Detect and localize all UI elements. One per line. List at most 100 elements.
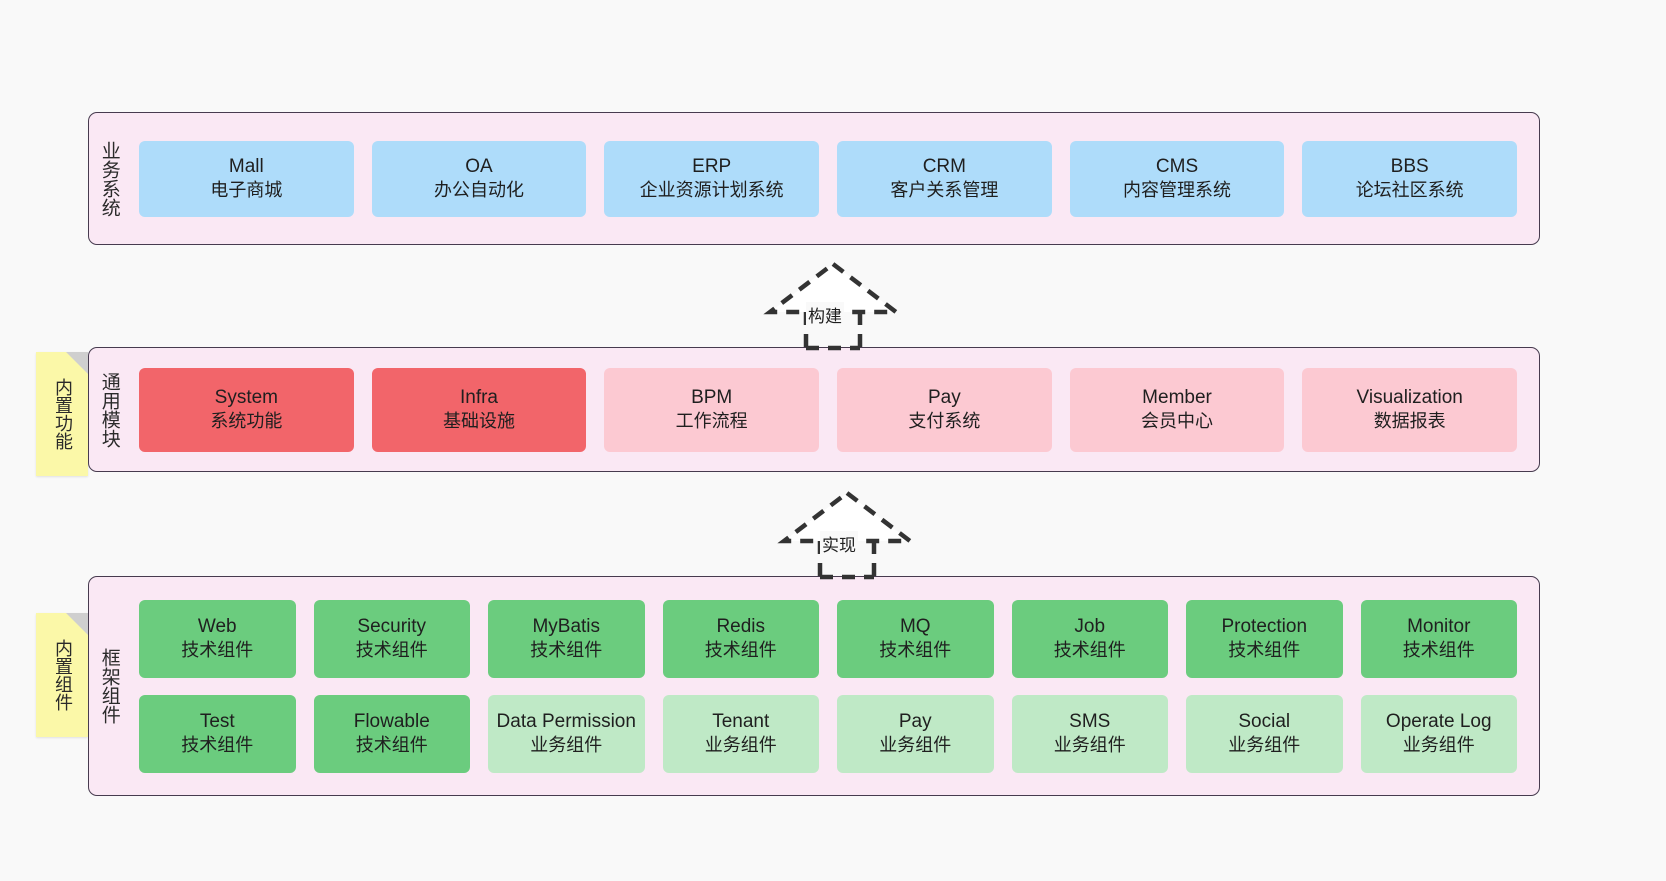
module-name-en: Pay [927,387,961,409]
module-card-member[interactable]: Member 会员中心 [1069,367,1285,452]
module-name-cn: 支付系统 [908,411,981,432]
component-card-job[interactable]: Job 技术组件 [1011,599,1168,678]
component-name-en: Job [1074,616,1106,638]
module-name-en: BPM [691,387,733,409]
component-type-cn: 技术组件 [1402,640,1475,661]
component-card-tenant[interactable]: Tenant 业务组件 [662,694,819,773]
layer-business-title: 业务系统 [98,140,120,217]
component-card-web[interactable]: Web 技术组件 [139,599,296,678]
module-name-en: BBS [1390,156,1429,178]
layer-framework-title: 框架组件 [98,648,120,724]
module-card-cms[interactable]: CMS 内容管理系统 [1069,140,1285,217]
sticky-note-label: 内置组件 [52,639,73,711]
module-name-en: CRM [922,156,966,178]
layer-modules-row: System 系统功能 Infra 基础设施 BPM 工作流程 Pay 支付系统… [139,367,1518,452]
module-name-cn: 数据报表 [1373,411,1446,432]
module-name-cn: 会员中心 [1141,411,1214,432]
module-name-cn: 论坛社区系统 [1355,180,1464,201]
component-name-en: SMS [1069,711,1111,733]
module-name-en: Member [1142,387,1212,409]
component-name-en: Security [357,616,427,638]
component-type-cn: 技术组件 [355,640,428,661]
component-name-en: Data Permission [496,711,636,733]
module-name-cn: 工作流程 [675,411,748,432]
component-type-cn: 技术组件 [181,735,254,756]
component-card-redis[interactable]: Redis 技术组件 [662,599,819,678]
module-card-pay[interactable]: Pay 支付系统 [837,367,1052,452]
module-name-en: Mall [228,156,264,178]
component-name-en: Operate Log [1385,711,1492,733]
component-name-en: Redis [716,616,766,638]
component-card-protection[interactable]: Protection 技术组件 [1186,599,1343,678]
layer-business-row: Mall 电子商城 OA 办公自动化 ERP 企业资源计划系统 CRM 客户关系… [139,140,1518,217]
module-name-en: OA [465,156,493,178]
layer-framework-body: Web 技术组件 Security 技术组件 MyBatis 技术组件 Redi… [125,577,1539,795]
module-name-cn: 企业资源计划系统 [639,180,784,201]
layer-framework-row-business: Test 技术组件 Flowable 技术组件 Data Permission … [139,694,1517,773]
component-name-en: Pay [898,711,932,733]
component-name-en: MQ [899,616,931,638]
component-card-monitor[interactable]: Monitor 技术组件 [1360,599,1517,678]
component-card-pay[interactable]: Pay 业务组件 [837,694,994,773]
component-type-cn: 技术组件 [1228,640,1301,661]
module-card-system[interactable]: System 系统功能 [139,367,354,452]
component-name-en: Web [197,616,237,638]
sticky-note-label: 内置功能 [52,378,73,450]
component-name-en: Monitor [1407,616,1471,638]
module-name-cn: 办公自动化 [434,180,524,201]
component-name-en: Tenant [712,711,770,733]
layer-business-body: Mall 电子商城 OA 办公自动化 ERP 企业资源计划系统 CRM 客户关系… [125,113,1539,244]
module-name-cn: 内容管理系统 [1123,180,1232,201]
module-name-en: ERP [692,156,732,178]
connector-build: 构建 [748,258,918,351]
component-card-mq[interactable]: MQ 技术组件 [837,599,994,678]
component-card-sms[interactable]: SMS 业务组件 [1011,694,1168,773]
component-card-security[interactable]: Security 技术组件 [313,599,470,678]
component-card-data-permission[interactable]: Data Permission 业务组件 [488,694,645,773]
sticky-note-builtin-components: 内置组件 [36,613,88,737]
layer-modules-body: System 系统功能 Infra 基础设施 BPM 工作流程 Pay 支付系统… [125,348,1539,471]
component-card-flowable[interactable]: Flowable 技术组件 [313,694,470,773]
module-name-cn: 电子商城 [210,180,283,201]
component-name-en: Social [1238,711,1291,733]
component-type-cn: 业务组件 [530,735,603,756]
module-card-crm[interactable]: CRM 客户关系管理 [837,140,1052,217]
module-card-bbs[interactable]: BBS 论坛社区系统 [1302,140,1518,217]
module-card-visualization[interactable]: Visualization 数据报表 [1302,367,1518,452]
module-name-cn: 客户关系管理 [890,180,999,201]
module-card-mall[interactable]: Mall 电子商城 [139,140,354,217]
component-name-en: Flowable [353,711,430,733]
connector-implement: 实现 [762,487,932,580]
module-name-cn: 系统功能 [210,411,283,432]
component-type-cn: 业务组件 [1402,735,1475,756]
module-name-en: Infra [459,387,499,409]
layer-modules-title: 通用模块 [98,371,120,448]
component-name-en: Test [199,711,235,733]
component-card-operate-log[interactable]: Operate Log 业务组件 [1360,694,1517,773]
component-type-cn: 技术组件 [879,640,952,661]
component-name-en: Protection [1221,616,1308,638]
sticky-note-builtin-features: 内置功能 [36,352,88,476]
module-name-cn: 基础设施 [443,411,515,432]
layer-common-modules: 通用模块 System 系统功能 Infra 基础设施 BPM 工作流程 Pay… [88,347,1540,472]
connector-build-label: 构建 [806,302,844,327]
component-type-cn: 业务组件 [1228,735,1301,756]
component-type-cn: 技术组件 [355,735,428,756]
component-card-test[interactable]: Test 技术组件 [139,694,296,773]
component-type-cn: 技术组件 [530,640,603,661]
module-name-en: CMS [1155,156,1199,178]
component-card-social[interactable]: Social 业务组件 [1186,694,1343,773]
module-card-infra[interactable]: Infra 基础设施 [371,367,587,452]
module-card-oa[interactable]: OA 办公自动化 [371,140,587,217]
connector-implement-label: 实现 [820,531,858,556]
module-card-bpm[interactable]: BPM 工作流程 [604,367,820,452]
component-name-en: MyBatis [532,616,601,638]
layer-business-systems: 业务系统 Mall 电子商城 OA 办公自动化 ERP 企业资源计划系统 CRM… [88,112,1540,245]
component-type-cn: 业务组件 [704,735,777,756]
layer-framework-row-technical: Web 技术组件 Security 技术组件 MyBatis 技术组件 Redi… [139,599,1517,678]
component-type-cn: 技术组件 [1053,640,1126,661]
module-card-erp[interactable]: ERP 企业资源计划系统 [604,140,820,217]
component-type-cn: 业务组件 [879,735,952,756]
component-card-mybatis[interactable]: MyBatis 技术组件 [488,599,645,678]
